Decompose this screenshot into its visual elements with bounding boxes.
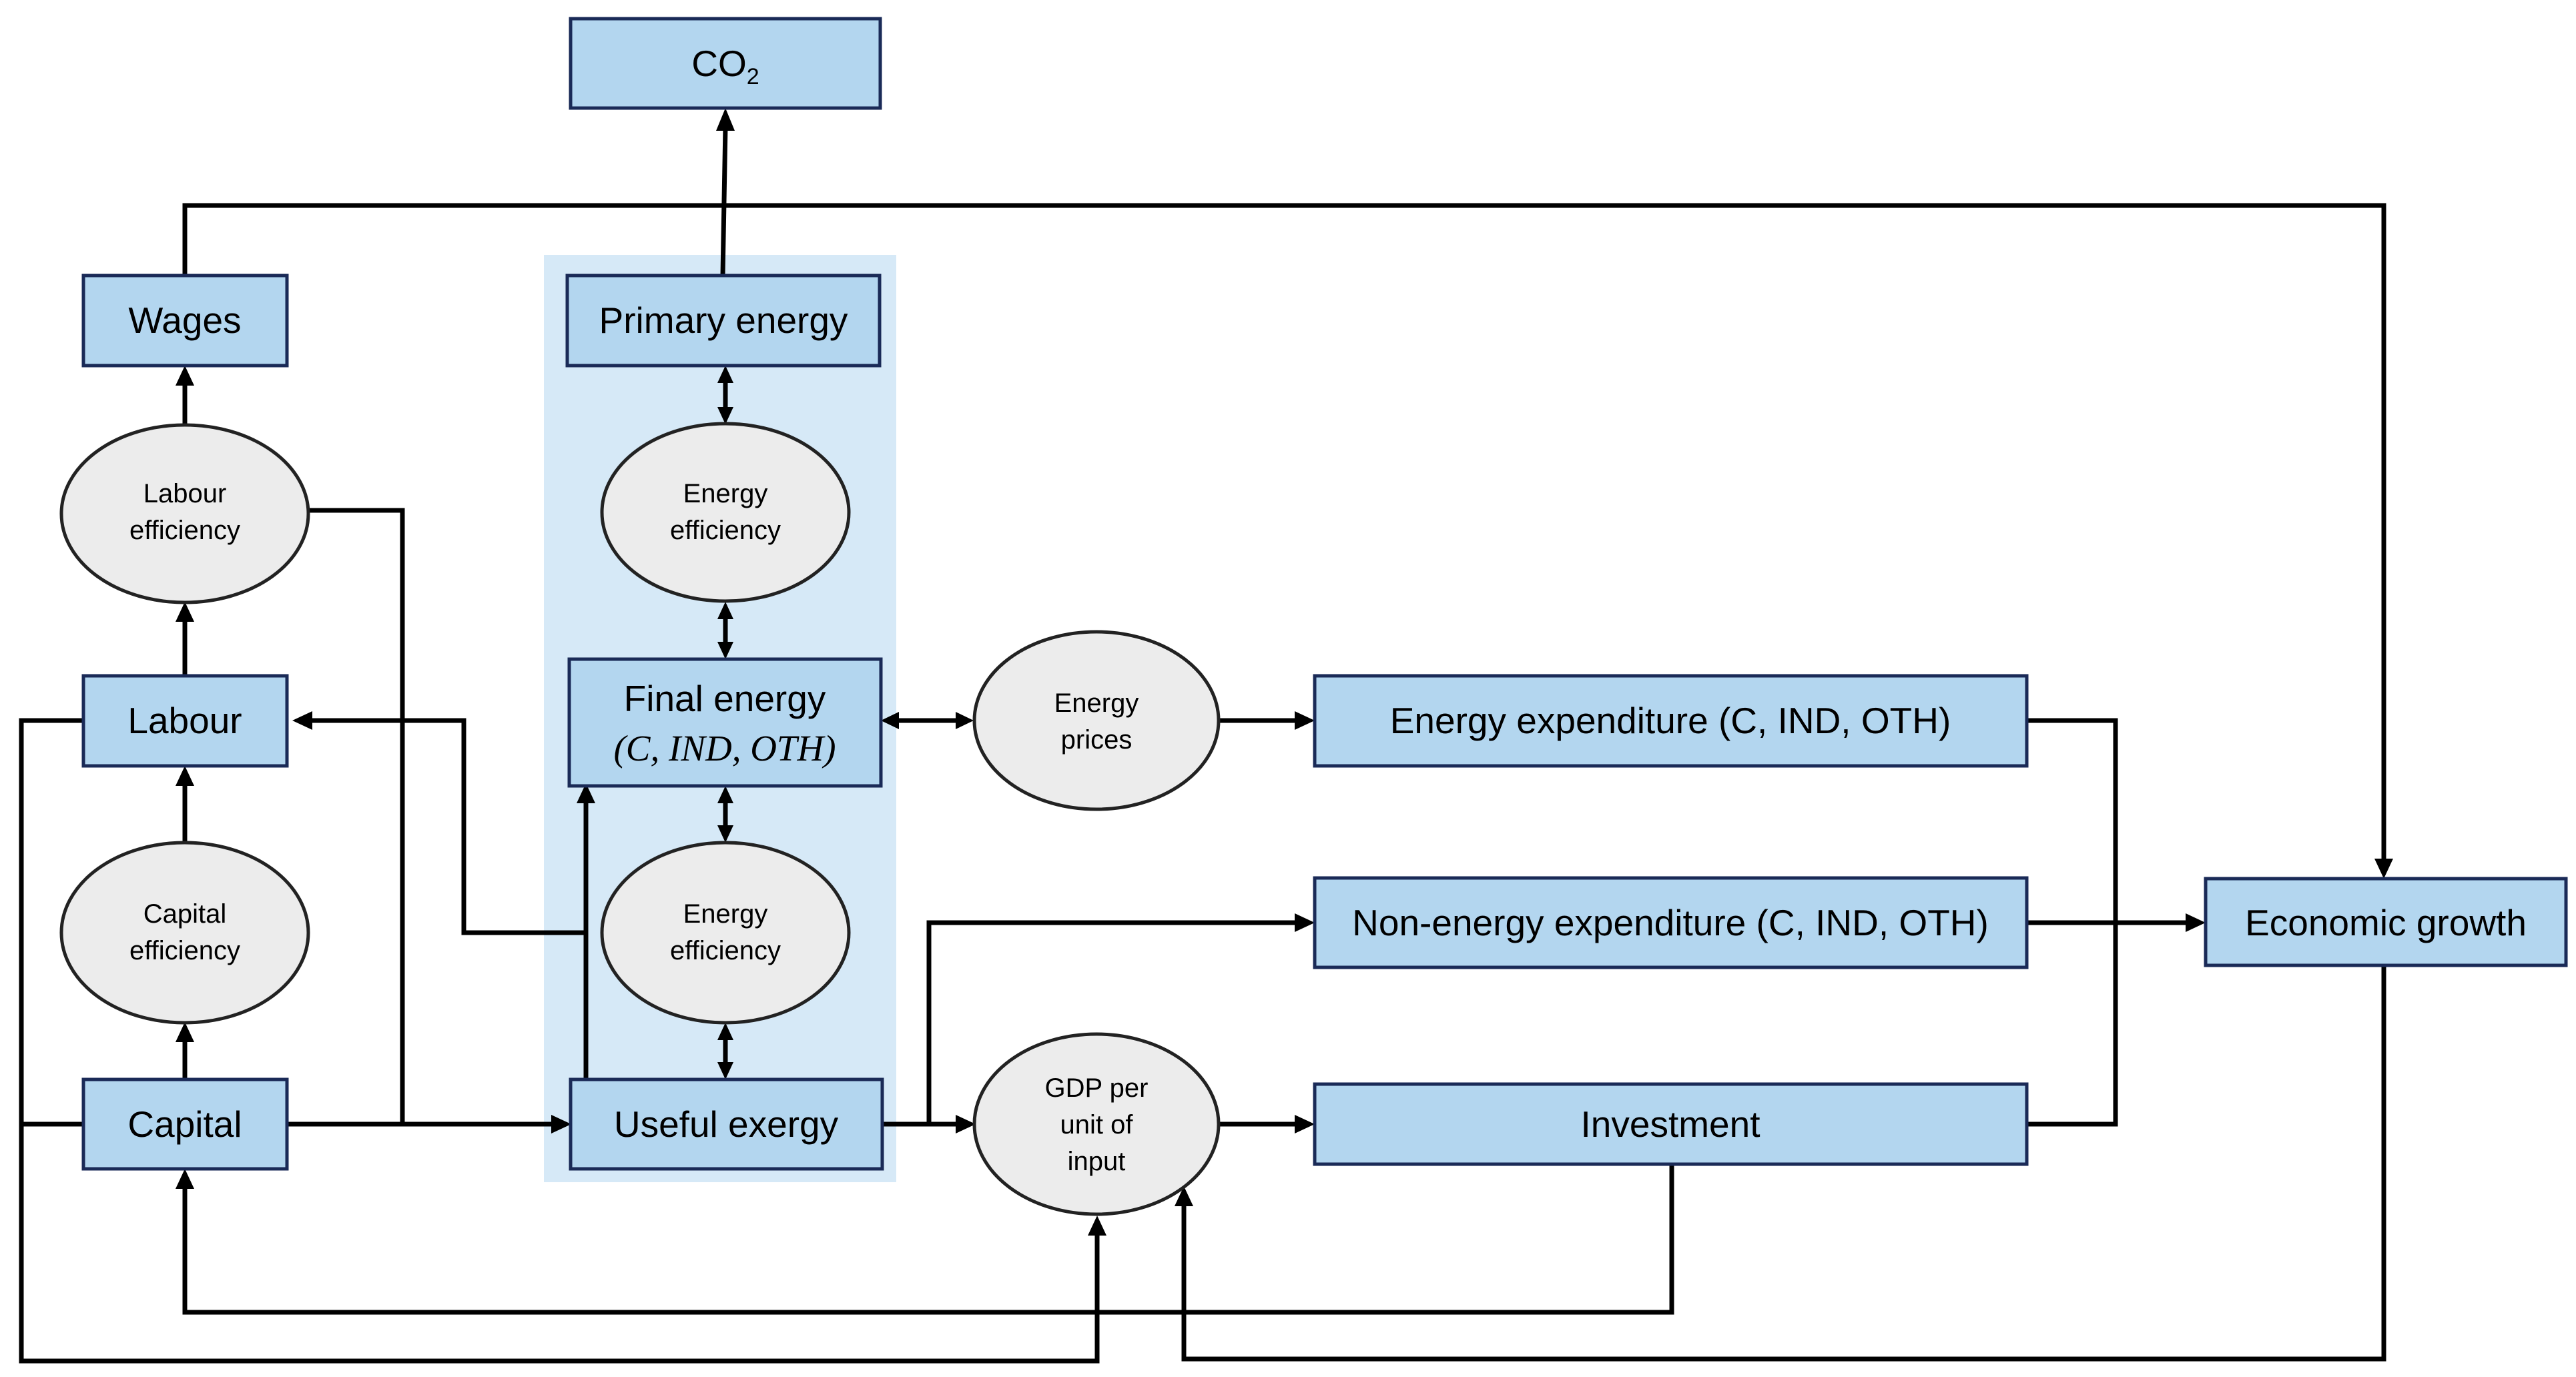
arrowhead — [881, 712, 899, 729]
arrowhead — [717, 642, 733, 659]
arrowhead — [176, 766, 194, 786]
energy-prices-ellipse: Energy prices — [972, 630, 1221, 811]
labour-efficiency-ellipse: Labour efficiency — [59, 423, 310, 604]
arrowhead — [176, 602, 194, 622]
arrowhead — [1295, 1115, 1315, 1133]
gdp-per-unit-ellipse: GDP per unit of input — [972, 1032, 1221, 1216]
arrowhead — [2186, 913, 2206, 932]
arrowhead — [551, 1115, 571, 1133]
labour-eff-to-exergy-line — [309, 508, 405, 1124]
growth-to-gdp-arrow — [1181, 965, 2386, 1362]
economic-growth-box: Economic growth — [2204, 877, 2568, 967]
labour-box: Labour — [81, 674, 289, 768]
energy-prices-line2: prices — [1061, 725, 1133, 755]
capital-box: Capital — [81, 1077, 289, 1171]
arrowhead — [292, 711, 312, 730]
labour-efficiency-line2: efficiency — [129, 516, 240, 545]
arrowhead — [717, 825, 733, 843]
wages-box: Wages — [81, 274, 289, 368]
connectors — [19, 108, 2393, 1364]
labour-efficiency-line1: Labour — [143, 479, 227, 508]
arrowhead — [577, 783, 595, 803]
arrowhead — [717, 407, 733, 424]
energy-efficiency-upper-line2: efficiency — [670, 516, 781, 545]
primary-energy-box: Primary energy — [565, 274, 882, 368]
arrowhead — [716, 108, 735, 131]
arrowhead — [717, 1062, 733, 1079]
energy-expenditure-box: Energy expenditure (C, IND, OTH) — [1313, 674, 2029, 768]
gdp-per-unit-line1: GDP per — [1045, 1073, 1149, 1103]
investment-label: Investment — [1580, 1103, 1760, 1145]
final-energy-label-line2: (C, IND, OTH) — [613, 728, 836, 769]
co2-label: CO2 — [691, 43, 759, 89]
investment-to-capital-arrow — [182, 1164, 1674, 1315]
arrowhead — [1295, 913, 1315, 932]
energy-prices-line1: Energy — [1054, 688, 1139, 718]
energy-efficiency-lower-ellipse: Energy efficiency — [600, 841, 851, 1025]
investment-box: Investment — [1313, 1082, 2029, 1166]
energy-expenditure-label: Energy expenditure (C, IND, OTH) — [1390, 700, 1951, 741]
capital-efficiency-line1: Capital — [143, 899, 227, 929]
labour-label: Labour — [127, 700, 242, 741]
arrowhead — [176, 1022, 194, 1042]
economic-growth-label: Economic growth — [2245, 902, 2527, 943]
capital-efficiency-line2: efficiency — [129, 936, 240, 965]
arrowhead — [956, 1115, 976, 1133]
gdp-per-unit-line2: unit of — [1060, 1110, 1134, 1139]
co2-box: CO2 — [569, 17, 882, 110]
energy-efficiency-upper-ellipse: Energy efficiency — [600, 422, 851, 603]
arrowhead — [176, 366, 194, 386]
non-energy-expenditure-box: Non-energy expenditure (C, IND, OTH) — [1313, 876, 2029, 969]
energy-efficiency-lower-line1: Energy — [683, 899, 768, 929]
wages-to-growth-arrow — [182, 203, 2386, 863]
arrowhead — [717, 602, 733, 619]
capital-label: Capital — [127, 1103, 242, 1145]
arrowhead — [717, 1023, 733, 1040]
arrowhead — [1295, 711, 1315, 730]
final-energy-label-line1: Final energy — [624, 678, 826, 719]
gdp-per-unit-line3: input — [1068, 1147, 1126, 1176]
useful-exergy-label: Useful exergy — [614, 1103, 839, 1145]
arrowhead — [176, 1169, 194, 1189]
arrowhead — [717, 786, 733, 803]
labour-capital-to-gdp-arrow — [19, 718, 1100, 1364]
energy-efficiency-lower-line2: efficiency — [670, 936, 781, 965]
arrowhead — [717, 366, 733, 383]
primary-energy-label: Primary energy — [599, 300, 848, 341]
arrowhead — [1175, 1186, 1193, 1206]
arrowhead — [1088, 1216, 1106, 1236]
exergy-to-nonenergy-arrow — [926, 920, 1295, 1124]
wages-label: Wages — [128, 300, 241, 341]
primary-to-co2-arrow — [720, 126, 728, 276]
exergy-to-labour-arrow — [312, 718, 586, 935]
non-energy-expenditure-label: Non-energy expenditure (C, IND, OTH) — [1352, 902, 1989, 943]
arrowhead — [2374, 859, 2393, 879]
capital-efficiency-ellipse: Capital efficiency — [59, 841, 310, 1025]
arrowhead — [956, 712, 974, 729]
useful-exergy-box: Useful exergy — [569, 1077, 884, 1171]
energy-efficiency-upper-line1: Energy — [683, 479, 768, 508]
final-energy-box: Final energy (C, IND, OTH) — [567, 657, 883, 788]
